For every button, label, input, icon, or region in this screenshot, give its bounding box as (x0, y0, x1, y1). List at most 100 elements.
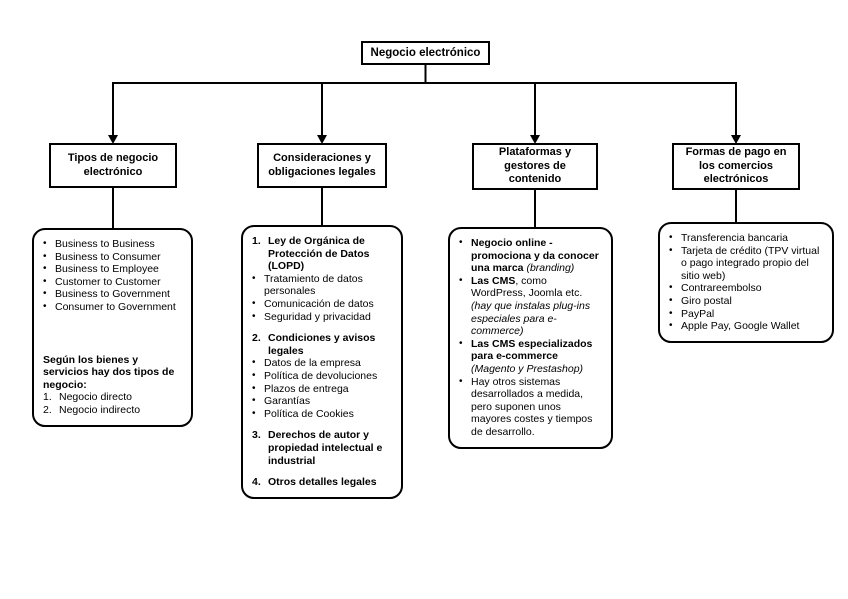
list-item: • Business to Employee (43, 263, 179, 276)
list-item: •Las CMS, como WordPress, Joomla etc. (h… (459, 275, 603, 338)
bullet-marker: • (43, 300, 47, 312)
bullet-marker: • (252, 369, 256, 381)
list-item: • Business to Business (43, 238, 179, 251)
list-item: • Consumer to Government (43, 301, 179, 314)
number-marker: 1. (43, 391, 52, 404)
bullet-marker: • (43, 275, 47, 287)
bullet-marker: • (669, 320, 673, 332)
text-block: • Transferencia bancaria • Tarjeta de crédi… (669, 232, 824, 333)
bullet-marker: • (459, 337, 463, 349)
list-item: • Business to Consumer (43, 251, 179, 264)
list-item: • Comunicación de datos (252, 298, 393, 311)
bullet-marker: • (669, 294, 673, 306)
list-item-text: Contrareembolso (681, 282, 824, 295)
text-segment: Las CMS especializados para e-commerce (471, 337, 593, 363)
list-item-text: Negocio directo (59, 391, 179, 404)
text-segment: , como WordPress, Joomla etc. (471, 274, 583, 300)
bullet-marker: • (43, 288, 47, 300)
text-segment: Tratamiento de datos personales (264, 272, 363, 298)
text-segment: Plazos de entrega (264, 382, 349, 395)
text-segment: Ley de Orgánica de Protección de Datos (… (268, 235, 370, 273)
list-item: • Datos de la empresa (252, 357, 393, 370)
text-segment: Negocio online - promociona y da conocer… (471, 237, 599, 275)
bullet-marker: • (459, 375, 463, 387)
content-node-tipos: • Business to Business • Business to Consum… (32, 228, 193, 427)
list-item: •Plazos de entrega (252, 383, 393, 396)
text-segment: Transferencia bancaria (681, 232, 788, 244)
list-item-text: Negocio online - promociona y da conocer… (471, 237, 603, 275)
bullet-marker: • (43, 263, 47, 275)
bullet-marker: • (252, 297, 256, 309)
list-item: • Tarjeta de crédito (TPV virtual o pago … (669, 245, 824, 283)
number-marker: 1. (252, 235, 261, 247)
bullet-marker: • (43, 238, 47, 249)
text-segment: Tarjeta de crédito (TPV virtual o pago i… (681, 244, 820, 282)
text-segment: Business to Business (55, 238, 155, 250)
arrowhead-plataformas (530, 135, 540, 144)
bullet-marker: • (43, 250, 47, 262)
bullet-marker: • (669, 244, 673, 256)
text-segment: Política de devoluciones (264, 369, 378, 382)
list-item: •Contrareembolso (669, 282, 824, 295)
list-item: Según los bienes y servicios hay dos tip… (43, 354, 179, 392)
list-item-text: Derechos de autor y propiedad intelectua… (268, 429, 393, 467)
list-item-text: Consumer to Government (55, 301, 179, 314)
list-item-text: Business to Employee (55, 263, 179, 276)
text-segment: PayPal (681, 307, 715, 320)
number-marker: 3. (252, 429, 261, 442)
text-segment: Datos de la empresa (264, 357, 361, 370)
arrowhead-pago (731, 135, 741, 144)
list-item: •Negocio online - promociona y da conoce… (459, 237, 603, 275)
list-item-text: Giro postal (681, 295, 824, 308)
list-item: • Transferencia bancaria (669, 232, 824, 245)
text-segment: Condiciones y avisos legales (268, 332, 376, 357)
list-item-text: PayPal (681, 308, 824, 321)
text-segment: Seguridad y privacidad (264, 310, 371, 323)
list-item-text: Tratamiento de datos personales (264, 273, 393, 298)
bullet-marker: • (669, 232, 673, 243)
text-segment: Derechos de autor y propiedad intelectua… (268, 429, 383, 467)
list-item-text: Política de Cookies (264, 408, 393, 421)
list-item: • Apple Pay, Google Wallet (669, 320, 824, 333)
list-item: • Giro postal (669, 295, 824, 308)
bullet-marker: • (669, 307, 673, 319)
list-item: 1. Ley de Orgánica de Protección de Datos… (252, 235, 393, 273)
text-block: • Negocio online - promociona y da conoce… (459, 237, 603, 439)
list-item: • Tratamiento de datos personales (252, 273, 393, 298)
text-segment: (Magento y Prestashop) (471, 362, 584, 375)
list-item-text: Garantías (264, 395, 393, 408)
text-segment: Negocio indirecto (59, 403, 141, 416)
arrowhead-tipos (108, 135, 118, 144)
branch-node-plataformas: Plataformas y gestores de contenido (472, 143, 598, 190)
list-item: •Política de Cookies (252, 408, 393, 421)
branch-node-pago: Formas de pago en los comercios electrón… (672, 143, 800, 190)
content-node-plataformas: • Negocio online - promociona y da conoce… (448, 227, 613, 449)
bullet-marker: • (252, 272, 256, 284)
list-item: 2. Negocio indirecto (43, 404, 179, 417)
bullet-marker: • (252, 357, 256, 369)
number-marker: 2. (252, 332, 261, 345)
text-segment: Política de Cookies (264, 407, 354, 420)
bullet-marker: • (252, 395, 256, 407)
list-item-text: Las CMS, como WordPress, Joomla etc. (ha… (471, 275, 603, 338)
list-item-text: Tarjeta de crédito (TPV virtual o pago i… (681, 245, 824, 283)
text-block: 3. Derechos de autor y propiedad intelect… (252, 429, 393, 467)
list-item-text: Business to Government (55, 288, 179, 301)
number-marker: 2. (43, 403, 52, 416)
content-node-legales: 1. Ley de Orgánica de Protección de Datos… (241, 225, 403, 499)
text-segment: Business to Government (55, 288, 170, 301)
text-block: Según los bienes y servicios hay dos tip… (43, 354, 179, 417)
content-node-pago: • Transferencia bancaria • Tarjeta de crédi… (658, 222, 834, 343)
list-item-text: Transferencia bancaria (681, 232, 824, 245)
text-block: 4.Otros detalles legales (252, 476, 393, 489)
list-item-text: Business to Consumer (55, 251, 179, 264)
text-block: 1. Ley de Orgánica de Protección de Datos… (252, 235, 393, 323)
list-item: • Business to Government (43, 288, 179, 301)
text-segment: Comunicación de datos (264, 297, 374, 310)
list-item-text: Negocio indirecto (59, 404, 179, 417)
text-segment: Negocio directo (59, 391, 132, 404)
list-item-text: Apple Pay, Google Wallet (681, 320, 824, 333)
list-item-text: Plazos de entrega (264, 383, 393, 396)
